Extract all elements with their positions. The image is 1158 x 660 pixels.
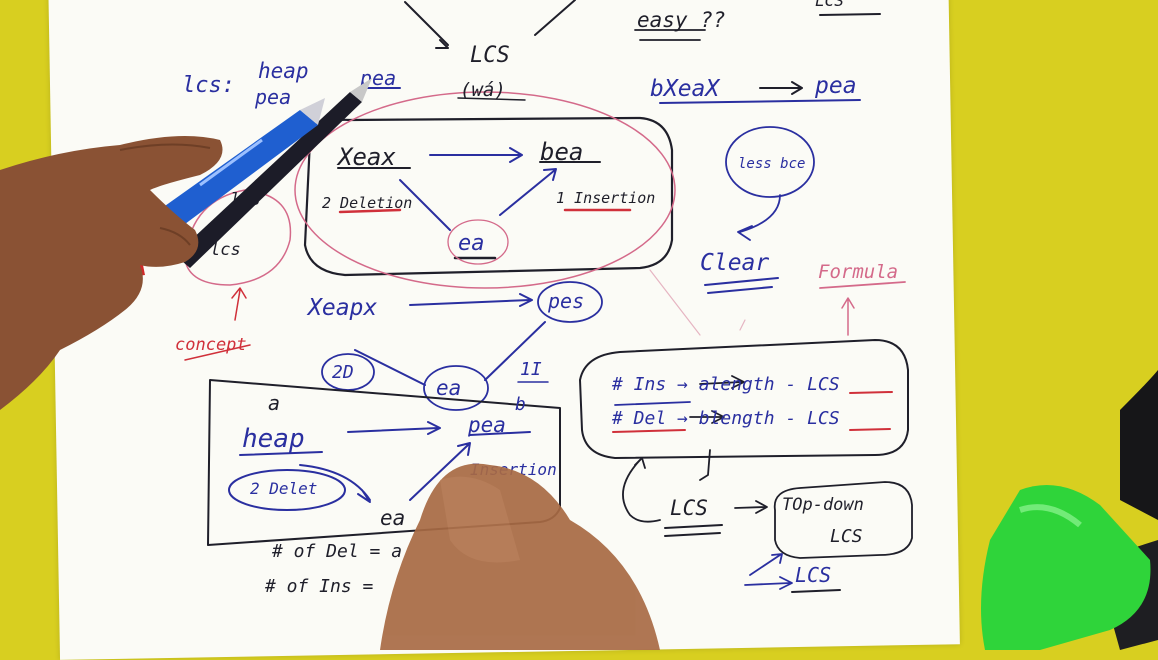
note-lcs-bottom2: LCS (795, 563, 831, 587)
note-a: a (268, 391, 280, 415)
note-of-ins: # of Ins = (264, 576, 374, 597)
note-bxeax: bXeaX (650, 76, 721, 102)
note-b: b (515, 394, 526, 415)
note-two-deletion: 2 Deletion (322, 194, 412, 212)
note-lcs-small: lcs (210, 240, 241, 260)
note-pea-right: pea (814, 73, 857, 99)
note-topdown: TOp-down (782, 495, 864, 515)
note-heap-small: heap (258, 59, 309, 83)
highlighter-icon (981, 485, 1158, 650)
note-topdown-lcs: LCS (830, 526, 863, 547)
dark-object (1120, 370, 1158, 520)
note-two-d: 2D (332, 362, 354, 383)
note-two-delet: 2 Delet (250, 479, 317, 498)
note-heap: heap (242, 424, 305, 454)
note-pea-box: pea (467, 413, 506, 437)
note-pea-small: pea (254, 85, 291, 109)
note-top-right: LCS (815, 0, 844, 10)
note-easy: easy ?? (637, 8, 726, 32)
note-top-lcs: LCS (470, 43, 510, 68)
note-del-line: # Del → blength - LCS (611, 408, 840, 429)
note-lcs-left: lcs: (182, 73, 235, 98)
note-xeapx: Xeapx (306, 295, 377, 321)
note-clear: Clear (700, 250, 769, 276)
note-xeax: Xeax (336, 143, 396, 171)
note-one-i: 1I (520, 359, 542, 380)
hand-icon (380, 463, 660, 650)
note-concept: concept (175, 335, 247, 355)
note-less-bce: less bce (738, 156, 805, 172)
note-ins-line: # Ins → alength - LCS (611, 374, 840, 395)
note-ea-mid: ea (436, 376, 461, 400)
note-bea-top: bea (540, 138, 583, 166)
note-formula: Formula (818, 261, 898, 283)
note-ea-box: ea (380, 506, 405, 530)
note-ea-center: ea (458, 231, 485, 256)
note-pes: pes (547, 289, 584, 313)
note-of-del: # of Del = a (271, 541, 402, 562)
note-top-wa: (wá) (460, 79, 506, 101)
note-one-insertion: 1 Insertion (556, 189, 655, 207)
hand-left (0, 136, 223, 410)
note-lcs-bottom: LCS (670, 496, 708, 520)
